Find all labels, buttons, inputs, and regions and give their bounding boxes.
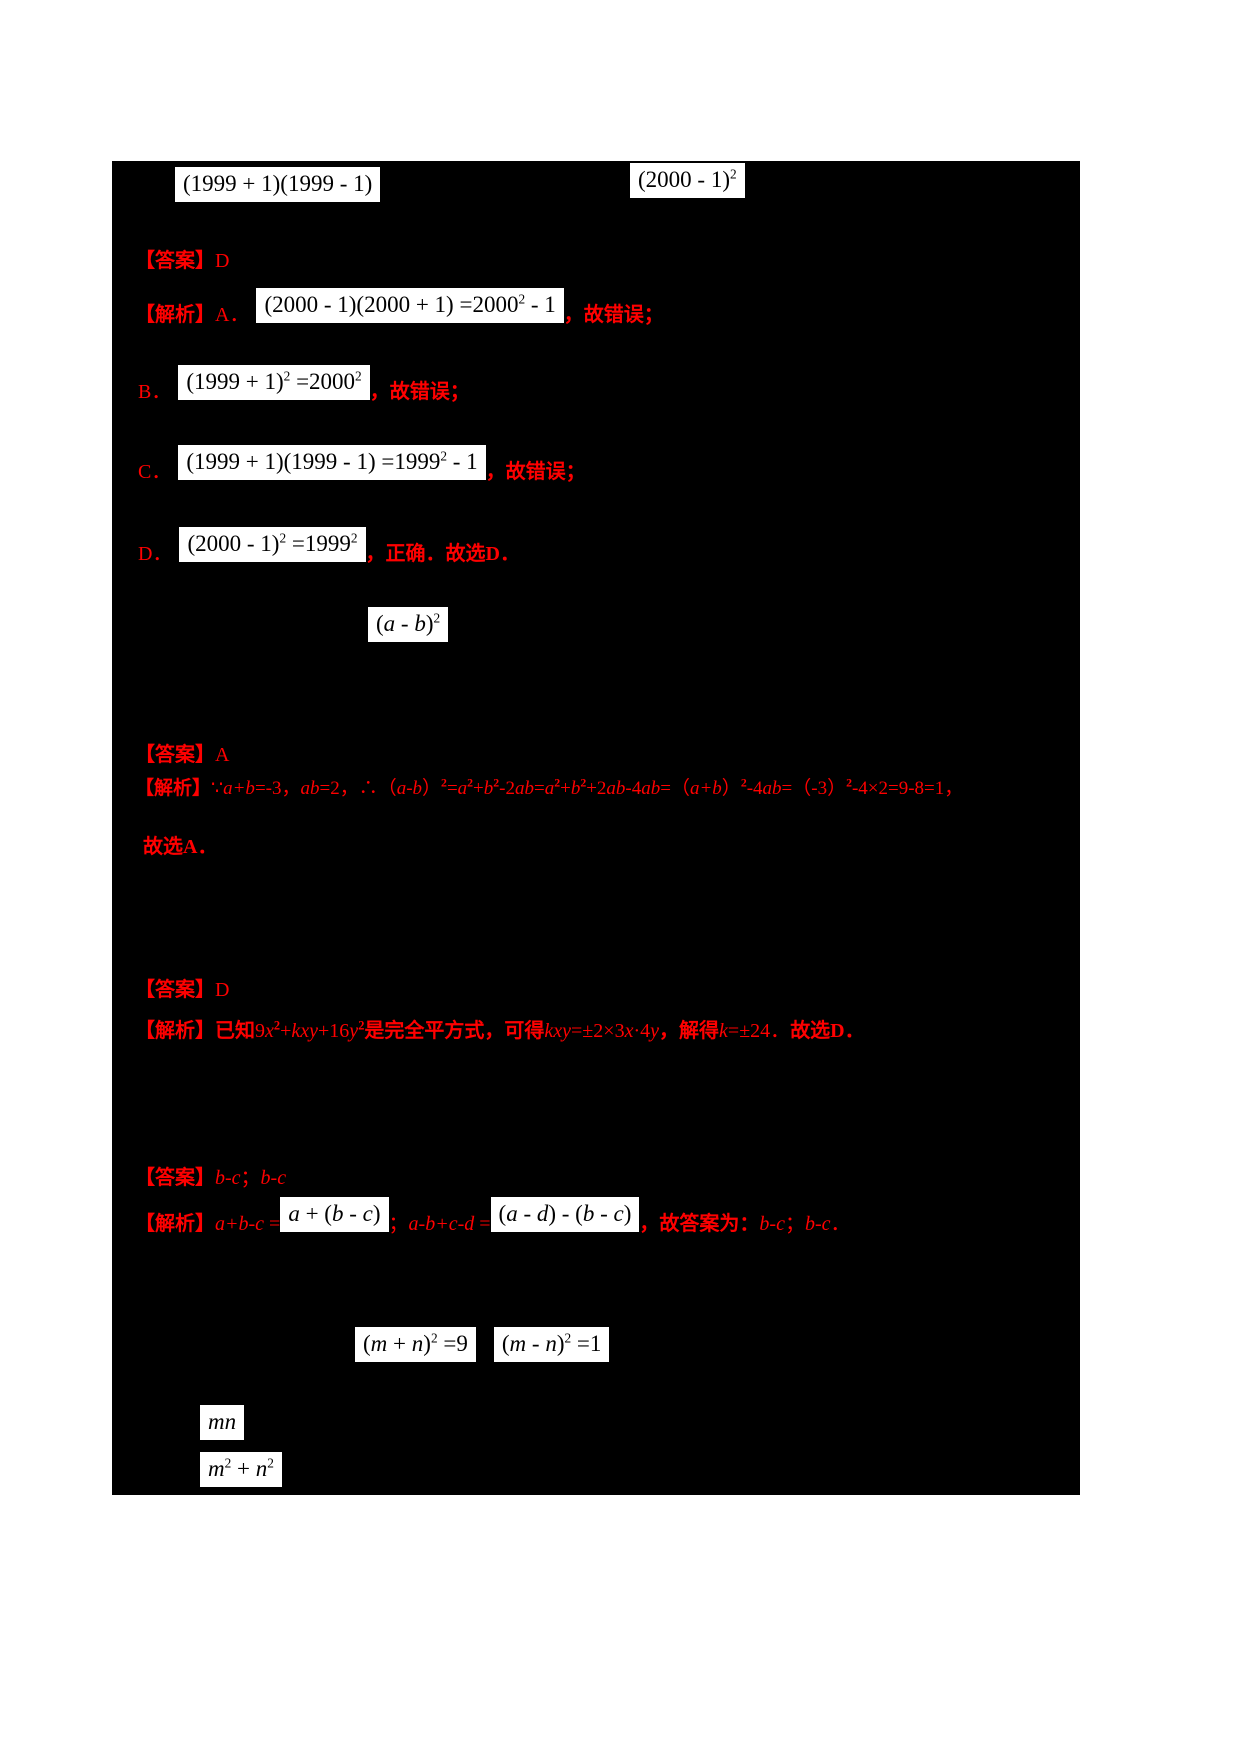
formula-box-q4-first: a + (b - c) bbox=[280, 1197, 389, 1232]
option-b-tail: ，故错误； bbox=[369, 380, 470, 403]
answer-value-q1: D bbox=[215, 250, 230, 272]
option-d-tail: ，正确．故选D． bbox=[365, 542, 520, 565]
option-d-label: D． bbox=[138, 542, 173, 565]
formula-box-option-c: (1999 + 1)(1999 - 1) =19992 - 1 bbox=[178, 445, 486, 480]
q4-analysis-tail: ，故答案为：b-c；b-c． bbox=[639, 1212, 851, 1235]
formula-box-option-b: (1999 + 1)2 =20002 bbox=[178, 365, 370, 400]
formula-box-option-d: (2000 - 1)2 =19992 bbox=[179, 527, 366, 562]
q4-analysis-head: 【解析】a+b-c = bbox=[135, 1212, 281, 1235]
formula-box-q4-second: (a - d) - (b - c) bbox=[490, 1197, 640, 1232]
option-b-label: B． bbox=[138, 380, 172, 403]
formula-box-q1-expr-right: (2000 - 1)2 bbox=[630, 163, 745, 198]
analysis-line-q1-option-c: C． (1999 + 1)(1999 - 1) =19992 - 1 ，故错误； bbox=[138, 445, 586, 483]
q5-given-row: (m + n)2 =9 (m - n)2 =1 bbox=[355, 1327, 610, 1362]
conclusion-line-q2: 故选A． bbox=[143, 836, 218, 858]
option-a-label: 【解析】A． bbox=[135, 303, 250, 326]
formula-box-q5-given-left: (m + n)2 =9 bbox=[355, 1327, 476, 1362]
formula-box-q1-expr-left: (1999 + 1)(1999 - 1) bbox=[175, 167, 381, 202]
analysis-line-q1-option-d: D． (2000 - 1)2 =19992 ，正确．故选D． bbox=[138, 527, 520, 565]
answer-sheet-panel: (1999 + 1)(1999 - 1) (2000 - 1)2 【答案】D 【… bbox=[112, 161, 1080, 1495]
answer-line-q2: 【答案】A bbox=[135, 744, 230, 766]
analysis-line-q3: 【解析】已知9x2+kxy+16y2是完全平方式，可得kxy=±2×3x·4y，… bbox=[135, 1018, 865, 1042]
analysis-line-q1-option-b: B． (1999 + 1)2 =20002 ，故错误； bbox=[138, 365, 470, 403]
formula-box-q5-m2n2: m2 + n2 bbox=[200, 1452, 282, 1487]
option-c-tail: ，故错误； bbox=[485, 460, 586, 483]
answer-line-q1: 【答案】D bbox=[135, 244, 229, 273]
answer-line-q3: 【答案】D bbox=[135, 979, 230, 1001]
option-c-label: C． bbox=[138, 460, 172, 483]
answer-line-q4: 【答案】b-c；b-c bbox=[135, 1167, 287, 1189]
analysis-line-q1-option-a: 【解析】A． (2000 - 1)(2000 + 1) =20002 - 1 ，… bbox=[135, 288, 664, 326]
answer-label-q1: 【答案】 bbox=[135, 250, 215, 272]
formula-box-q2-expr: (a - b)2 bbox=[368, 607, 449, 642]
option-a-tail: ，故错误； bbox=[563, 303, 664, 326]
formula-box-q5-mn: mn bbox=[200, 1405, 245, 1440]
formula-box-option-a: (2000 - 1)(2000 + 1) =20002 - 1 bbox=[256, 288, 564, 323]
formula-box-q5-given-right: (m - n)2 =1 bbox=[493, 1327, 610, 1362]
analysis-line-q2: 【解析】∵a+b=-3，ab=2，∴（a-b）2=a2+b2-2ab=a2+b2… bbox=[135, 776, 964, 799]
analysis-line-q4: 【解析】a+b-c = a + (b - c) ；a-b+c-d = (a - … bbox=[135, 1197, 851, 1235]
q4-analysis-mid: ；a-b+c-d = bbox=[388, 1212, 491, 1235]
